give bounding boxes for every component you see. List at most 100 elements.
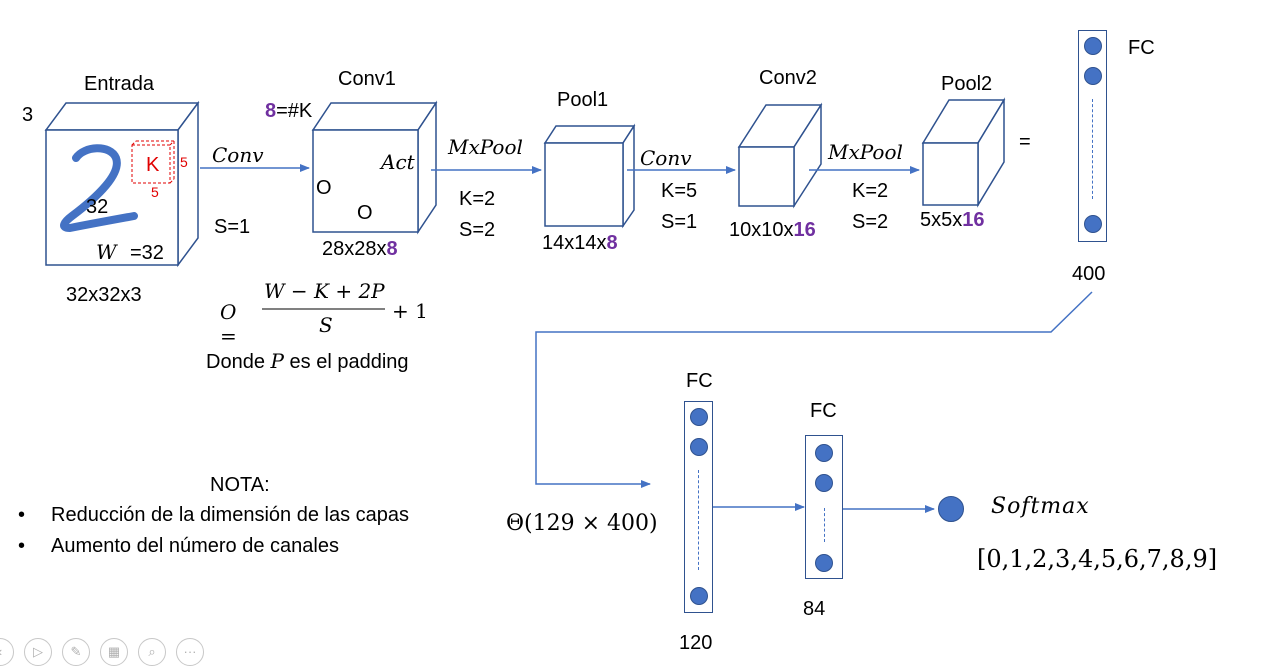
fc120-neuron	[689, 408, 708, 426]
conv2-size-prefix: 10x10x	[729, 219, 794, 241]
magnifier-icon: ⌕	[148, 644, 156, 659]
conv1-stride: S=1	[214, 216, 251, 238]
arrow-fc400-fc120	[535, 291, 1093, 488]
conv2-size-channels: 16	[793, 219, 816, 241]
pool1-cube	[543, 123, 636, 229]
fc84-count: 84	[803, 598, 826, 620]
conv2-size: 10x10x16	[729, 219, 816, 242]
kernel-width: 5	[151, 184, 159, 200]
fc84-neuron	[815, 444, 833, 462]
conv1-op: Conv	[212, 143, 264, 167]
input-depth: 3	[22, 104, 34, 126]
pool2-size-prefix: 5x5x	[920, 209, 963, 231]
conv1-kernel-count: 8	[265, 100, 277, 122]
conv1-size: 28x28x8	[322, 238, 398, 261]
fc400-count: 400	[1072, 263, 1106, 285]
complexity-label: Θ(129 × 400)	[506, 511, 658, 536]
conv1-output-o1: O	[316, 177, 332, 199]
pool2-stride: S=2	[852, 211, 889, 233]
softmax-neuron	[938, 496, 964, 522]
fc120-neuron	[689, 587, 708, 605]
note-item: Aumento del número de canales	[18, 531, 409, 562]
padding-note-prefix: Donde	[206, 351, 265, 373]
fc400-title: FC	[1128, 37, 1155, 59]
play-icon: ▷	[33, 644, 43, 659]
formula-numerator: W − K + 2P	[264, 279, 385, 303]
pool1-size-prefix: 14x14x	[542, 232, 607, 254]
padding-note-var: P	[270, 349, 284, 373]
handwritten-digit-2	[60, 144, 138, 232]
conv2-title: Conv2	[759, 67, 817, 89]
more-icon: ···	[183, 644, 197, 659]
zoom-button[interactable]: ⌕	[138, 638, 166, 666]
conv1-kernel-suffix: =#K	[276, 100, 313, 122]
conv2-stride: S=1	[661, 211, 698, 233]
conv1-activation: Act	[381, 150, 415, 174]
input-cube	[44, 100, 200, 268]
pool1-kernel: K=2	[459, 188, 496, 210]
pen-icon: ✎	[70, 644, 82, 659]
conv1-size-prefix: 28x28x	[322, 238, 387, 260]
softmax-label: Softmax	[991, 494, 1090, 519]
softmax-classes: [0,1,2,3,4,5,6,7,8,9]	[977, 545, 1218, 573]
pool1-size-channels: 8	[606, 232, 618, 254]
conv2-kernel: K=5	[661, 180, 698, 202]
pen-tool-button[interactable]: ✎	[62, 638, 90, 666]
fc84-ellipsis	[824, 508, 825, 542]
kernel-box	[131, 140, 175, 184]
pool1-title: Pool1	[557, 89, 609, 111]
see-all-slides-button[interactable]: ▦	[100, 638, 128, 666]
pool2-size: 5x5x16	[920, 209, 985, 232]
conv1-title: Conv1	[338, 68, 396, 90]
fc400-neuron	[1083, 215, 1102, 233]
pool2-title: Pool2	[941, 73, 993, 95]
formula-tail: + 1	[392, 299, 428, 323]
slideshow-toolbar: ‹ ▷ ✎ ▦ ⌕ ···	[0, 638, 220, 668]
grid-icon: ▦	[107, 644, 121, 659]
fc84-layer	[805, 435, 843, 579]
fc400-neuron	[1083, 37, 1102, 55]
padding-note: Donde P es el padding	[206, 349, 409, 374]
pool2-cube	[921, 97, 1006, 208]
more-options-button[interactable]: ···	[176, 638, 204, 666]
fc400-neuron	[1083, 67, 1102, 85]
fc120-neuron	[689, 438, 708, 456]
fc120-count: 120	[679, 632, 713, 654]
note-list: Reducción de la dimensión de las capas A…	[18, 500, 409, 562]
previous-slide-button[interactable]: ‹	[0, 638, 14, 666]
pool2-op: MxPool	[828, 140, 903, 164]
pool1-size: 14x14x8	[542, 232, 618, 255]
note-title: NOTA:	[210, 474, 270, 496]
note-item: Reducción de la dimensión de las capas	[18, 500, 409, 531]
pool2-kernel: K=2	[852, 180, 889, 202]
conv2-cube	[737, 102, 823, 209]
conv2-op: Conv	[640, 146, 692, 170]
pool2-size-channels: 16	[962, 209, 985, 231]
chevron-left-icon: ‹	[0, 644, 2, 659]
equals-sign: =	[1019, 131, 1031, 153]
next-slide-button[interactable]: ▷	[24, 638, 52, 666]
fc120-layer	[684, 401, 713, 613]
conv1-output-o2: O	[357, 202, 373, 224]
input-title: Entrada	[84, 73, 155, 95]
pool1-op: MxPool	[448, 135, 523, 159]
fc120-ellipsis	[698, 470, 699, 570]
fc84-neuron	[815, 554, 833, 572]
pool1-stride: S=2	[459, 219, 496, 241]
conv1-kernels: 8=#K	[265, 100, 312, 123]
padding-note-suffix: es el padding	[289, 351, 409, 373]
conv1-cube	[311, 100, 438, 235]
formula-lhs: O =	[220, 300, 237, 348]
fc120-title: FC	[686, 370, 713, 392]
input-height: 32	[86, 196, 109, 218]
kernel-label: K	[146, 154, 160, 176]
formula-denominator: S	[319, 313, 333, 337]
input-size: 32x32x3	[66, 284, 142, 306]
conv1-size-channels: 8	[386, 238, 398, 260]
fc400-layer	[1078, 30, 1107, 242]
kernel-height: 5	[180, 154, 188, 170]
fc400-ellipsis	[1092, 99, 1093, 199]
input-width-var: W	[96, 240, 117, 264]
fc84-neuron	[815, 474, 833, 492]
